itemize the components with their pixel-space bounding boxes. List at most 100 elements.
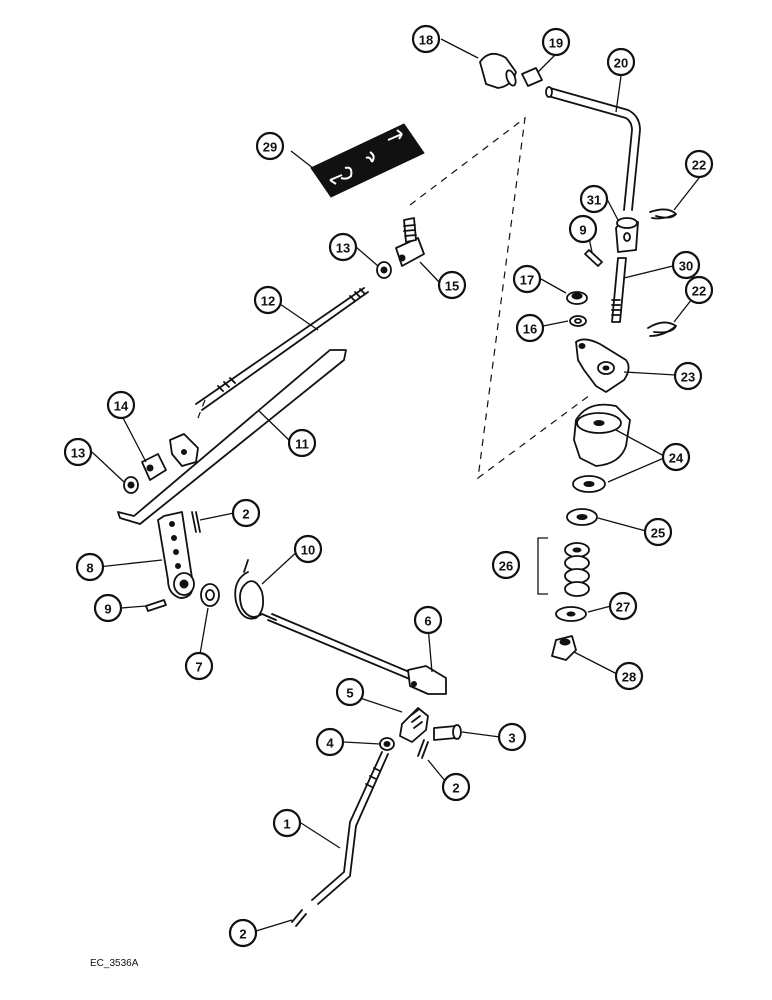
callout-label: 25	[651, 526, 665, 541]
callout-circle	[63, 437, 93, 467]
cotter-pin-part-2-middle	[417, 739, 429, 759]
callout-9: 9	[568, 214, 598, 244]
callout-label: 12	[261, 294, 275, 309]
callout-12: 12	[253, 285, 283, 315]
callout-24: 24	[661, 442, 691, 472]
callout-circle	[684, 275, 714, 305]
callout-11: 11	[287, 428, 317, 458]
callout-circle	[93, 593, 123, 623]
callout-circle	[253, 285, 283, 315]
callout-20: 20	[606, 47, 636, 77]
callout-circle	[328, 232, 358, 262]
callout-label: 10	[301, 543, 315, 558]
callout-2: 2	[441, 772, 471, 802]
callout-label: 8	[86, 561, 93, 576]
callout-label: 23	[681, 370, 695, 385]
callout-22: 22	[684, 275, 714, 305]
callout-circle	[255, 131, 285, 161]
nut-part-17	[566, 291, 588, 305]
clip-part-22-upper	[649, 208, 677, 220]
callout-label: 13	[71, 446, 85, 461]
callout-label: 26	[499, 559, 513, 574]
threaded-rod-part-12	[195, 287, 369, 411]
nut-part-28	[551, 635, 577, 661]
pin-part-9-lower	[145, 599, 167, 612]
callout-circle	[673, 361, 703, 391]
callout-6: 6	[413, 605, 443, 635]
cotter-pin-part-2-lower	[291, 909, 307, 927]
callout-13: 13	[63, 437, 93, 467]
callout-circle	[437, 270, 467, 300]
callout-circle	[315, 727, 345, 757]
callout-label: 11	[295, 437, 309, 452]
callout-circle	[75, 552, 105, 582]
callout-circle	[228, 918, 258, 948]
callout-circle	[272, 808, 302, 838]
callout-18: 18	[411, 24, 441, 54]
callout-label: 4	[326, 736, 334, 751]
callout-circle	[512, 264, 542, 294]
bent-rod-part-11	[117, 349, 347, 525]
callout-label: 18	[419, 33, 433, 48]
callout-circle	[441, 772, 471, 802]
callout-label: 31	[587, 193, 601, 208]
callout-label: 17	[520, 273, 534, 288]
callout-label: 19	[549, 36, 563, 51]
callout-30: 30	[671, 250, 701, 280]
callout-circle	[579, 184, 609, 214]
callout-15: 15	[437, 270, 467, 300]
callout-23: 23	[673, 361, 703, 391]
callout-label: 16	[523, 322, 537, 337]
callout-1: 1	[272, 808, 302, 838]
callout-label: 24	[669, 451, 684, 466]
lever-rod-part-20	[545, 86, 641, 211]
callout-2: 2	[231, 498, 261, 528]
washer-part-27	[555, 606, 587, 622]
plate-part-24	[572, 403, 631, 493]
callout-label: 22	[692, 284, 706, 299]
callout-label: 30	[679, 259, 693, 274]
callout-label: 9	[579, 223, 586, 238]
callout-14: 14	[106, 390, 136, 420]
clevis-pin-part-3	[433, 724, 462, 741]
callout-circle	[643, 517, 673, 547]
callout-circle	[413, 605, 443, 635]
nut-part-13-upper	[376, 261, 392, 279]
callout-circle	[287, 428, 317, 458]
swivel-part-15	[395, 217, 425, 267]
bent-rod-part-1	[311, 751, 389, 905]
callout-label: 27	[616, 600, 630, 615]
reference-code: EC_3536A	[90, 958, 139, 969]
threaded-stud-part-30	[611, 257, 627, 323]
callout-label: 13	[336, 241, 350, 256]
callout-4: 4	[315, 727, 345, 757]
knob-part-18	[479, 52, 517, 89]
callout-circle	[411, 24, 441, 54]
callout-label: 2	[242, 507, 249, 522]
callout-label: 2	[239, 927, 246, 942]
callout-label: 15	[445, 279, 459, 294]
nut-part-13-lower	[123, 476, 139, 494]
callout-3: 3	[497, 722, 527, 752]
callout-label: 7	[195, 660, 202, 675]
callout-circle	[335, 677, 365, 707]
callout-circle	[684, 149, 714, 179]
callout-7: 7	[184, 651, 214, 681]
callout-circle	[661, 442, 691, 472]
clevis-part-5	[399, 707, 429, 743]
clip-part-22-lower	[647, 321, 677, 337]
callout-label: 1	[283, 817, 290, 832]
callout-28: 28	[614, 661, 644, 691]
callout-29: 29	[255, 131, 285, 161]
callout-circle	[614, 661, 644, 691]
callout-circle	[568, 214, 598, 244]
decal-part-29	[310, 123, 425, 198]
coupler-part-14	[141, 453, 167, 481]
sleeve-part-19	[521, 67, 543, 87]
washer-part-7	[200, 583, 220, 607]
bracket-part-23	[575, 338, 630, 393]
callout-27: 27	[608, 591, 638, 621]
washer-part-25	[566, 508, 598, 526]
rod-bracket-part-6	[267, 613, 447, 695]
